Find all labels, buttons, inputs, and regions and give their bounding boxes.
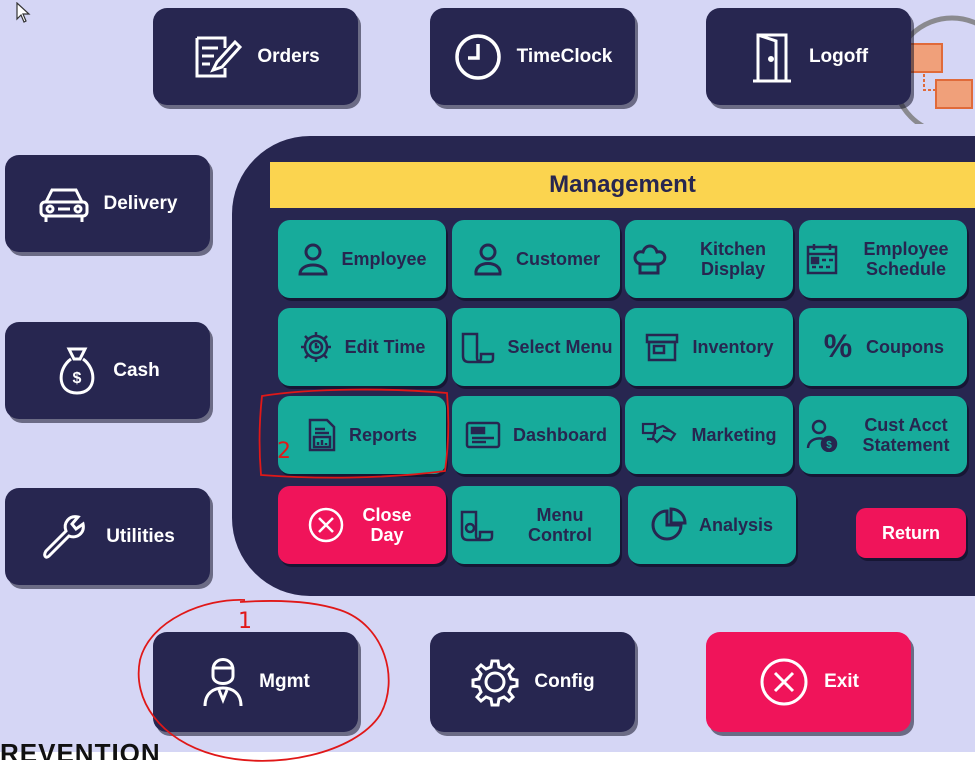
timeclock-label: TimeClock xyxy=(516,45,613,67)
utilities-label: Utilities xyxy=(106,525,175,547)
orders-button[interactable]: Orders xyxy=(153,8,358,105)
employee-label: Employee xyxy=(341,249,427,269)
logoff-button[interactable]: Logoff xyxy=(706,8,911,105)
chef-hat-icon xyxy=(631,242,667,276)
calendar-icon xyxy=(805,242,839,276)
config-button[interactable]: Config xyxy=(430,632,635,732)
dashboard-icon xyxy=(465,420,501,450)
dashboard-tile[interactable]: Dashboard xyxy=(452,396,620,474)
logoff-label: Logoff xyxy=(808,45,869,67)
close-circle-icon xyxy=(307,506,345,544)
mgmt-button[interactable]: Mgmt xyxy=(153,632,358,732)
coupons-tile[interactable]: % Coupons xyxy=(799,308,967,386)
report-icon xyxy=(307,418,337,452)
marketing-label: Marketing xyxy=(691,425,777,445)
employee-schedule-label: Employee Schedule xyxy=(863,239,949,279)
delivery-label: Delivery xyxy=(103,192,178,214)
marketing-tile[interactable]: Marketing xyxy=(625,396,793,474)
coupons-label: Coupons xyxy=(866,337,944,357)
cust-acct-statement-tile[interactable]: $ Cust Acct Statement xyxy=(799,396,967,474)
menu-doc-icon xyxy=(459,330,495,364)
brand-logo: REVENTION xyxy=(0,738,161,760)
person-icon xyxy=(297,242,329,276)
delivery-button[interactable]: Delivery xyxy=(5,155,210,252)
money-bag-icon: $ xyxy=(55,345,99,397)
customer-label: Customer xyxy=(515,249,600,269)
dashboard-label: Dashboard xyxy=(512,425,608,445)
kitchen-display-tile[interactable]: Kitchen Display xyxy=(625,220,793,298)
close-day-label: Close Day xyxy=(362,505,412,545)
customer-tile[interactable]: Customer xyxy=(452,220,620,298)
percent-icon: % xyxy=(822,331,854,363)
cash-button[interactable]: $ Cash xyxy=(5,322,210,419)
pie-chart-icon xyxy=(651,507,687,543)
svg-text:$: $ xyxy=(826,440,832,451)
utilities-button[interactable]: Utilities xyxy=(5,488,210,585)
mgmt-label: Mgmt xyxy=(259,671,310,692)
annotation-mark-1: 1 xyxy=(238,609,252,634)
menu-gear-icon xyxy=(458,508,494,542)
config-label: Config xyxy=(534,671,595,692)
inventory-label: Inventory xyxy=(692,337,774,357)
edit-document-icon xyxy=(191,34,243,80)
analysis-tile[interactable]: Analysis xyxy=(628,486,796,564)
exit-button[interactable]: Exit xyxy=(706,632,911,732)
cash-label: Cash xyxy=(113,359,160,381)
close-circle-icon xyxy=(758,656,810,708)
gear-clock-icon xyxy=(299,330,333,364)
handshake-icon xyxy=(641,421,679,449)
gear-icon xyxy=(470,657,520,707)
menu-control-label: Menu Control xyxy=(528,505,592,545)
account-bag-icon: $ xyxy=(805,418,839,452)
analysis-label: Analysis xyxy=(698,515,774,535)
menu-control-tile[interactable]: Menu Control xyxy=(452,486,620,564)
employee-tile[interactable]: Employee xyxy=(278,220,446,298)
box-icon xyxy=(644,332,680,362)
svg-text:$: $ xyxy=(73,370,82,387)
car-icon xyxy=(38,184,90,224)
edit-time-label: Edit Time xyxy=(344,337,426,357)
wrench-icon xyxy=(40,511,92,563)
clock-icon xyxy=(453,32,503,82)
kitchen-display-label: Kitchen Display xyxy=(699,239,766,279)
exit-label: Exit xyxy=(824,671,859,692)
edit-time-tile[interactable]: Edit Time xyxy=(278,308,446,386)
cust-acct-statement-label: Cust Acct Statement xyxy=(862,415,950,455)
reports-tile[interactable]: Reports xyxy=(278,396,446,474)
inventory-tile[interactable]: Inventory xyxy=(625,308,793,386)
svg-text:%: % xyxy=(824,331,852,363)
mouse-cursor-icon xyxy=(16,1,32,29)
person-outline-icon xyxy=(472,242,504,276)
orders-label: Orders xyxy=(257,45,320,67)
reports-label: Reports xyxy=(348,425,417,445)
select-menu-label: Select Menu xyxy=(507,337,613,357)
door-icon xyxy=(749,31,795,83)
management-title: Management xyxy=(270,162,975,208)
select-menu-tile[interactable]: Select Menu xyxy=(452,308,620,386)
close-day-tile[interactable]: Close Day xyxy=(278,486,446,564)
timeclock-button[interactable]: TimeClock xyxy=(430,8,635,105)
employee-schedule-tile[interactable]: Employee Schedule xyxy=(799,220,967,298)
return-button[interactable]: Return xyxy=(856,508,966,558)
manager-icon xyxy=(201,656,245,708)
